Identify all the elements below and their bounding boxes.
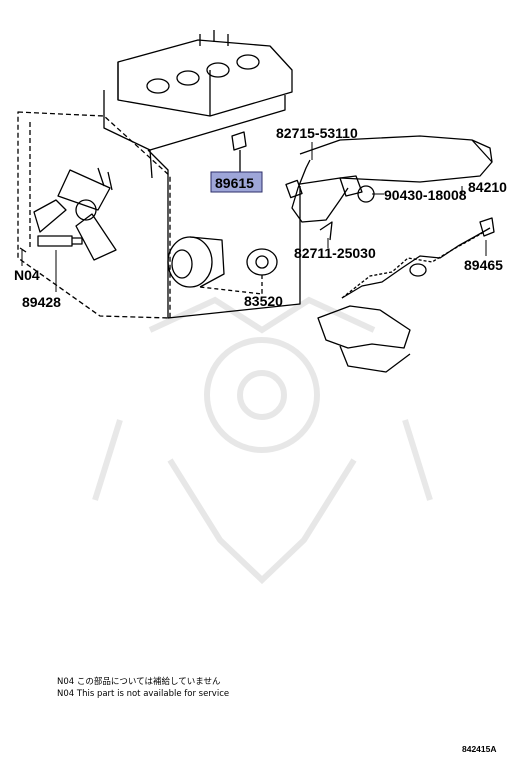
part-label-82715-53110[interactable]: 82715-53110 <box>276 125 358 141</box>
part-label-83520[interactable]: 83520 <box>244 293 283 309</box>
part-label-89615[interactable]: 89615 <box>215 175 254 191</box>
part-label-90430-18008[interactable]: 90430-18008 <box>384 187 467 203</box>
part-label-84210[interactable]: 84210 <box>468 179 507 195</box>
note-english: N04 This part is not available for servi… <box>57 689 230 699</box>
leader-lines <box>21 142 487 294</box>
part-label-89465[interactable]: 89465 <box>464 257 503 273</box>
note-japanese: N04 この部品については補給していません <box>57 677 221 687</box>
part-label-N04[interactable]: N04 <box>14 267 40 283</box>
watermark-emblem <box>92 296 433 585</box>
part-labels: 82715-53110 89615 84210 90430-18008 8271… <box>14 125 507 310</box>
part-label-89428[interactable]: 89428 <box>22 294 61 310</box>
highlight-box-89615 <box>210 171 263 193</box>
part-label-82711-25030[interactable]: 82711-25030 <box>294 245 376 261</box>
engine-drawing <box>17 30 495 373</box>
diagram-reference-code: 842415A <box>462 744 497 754</box>
